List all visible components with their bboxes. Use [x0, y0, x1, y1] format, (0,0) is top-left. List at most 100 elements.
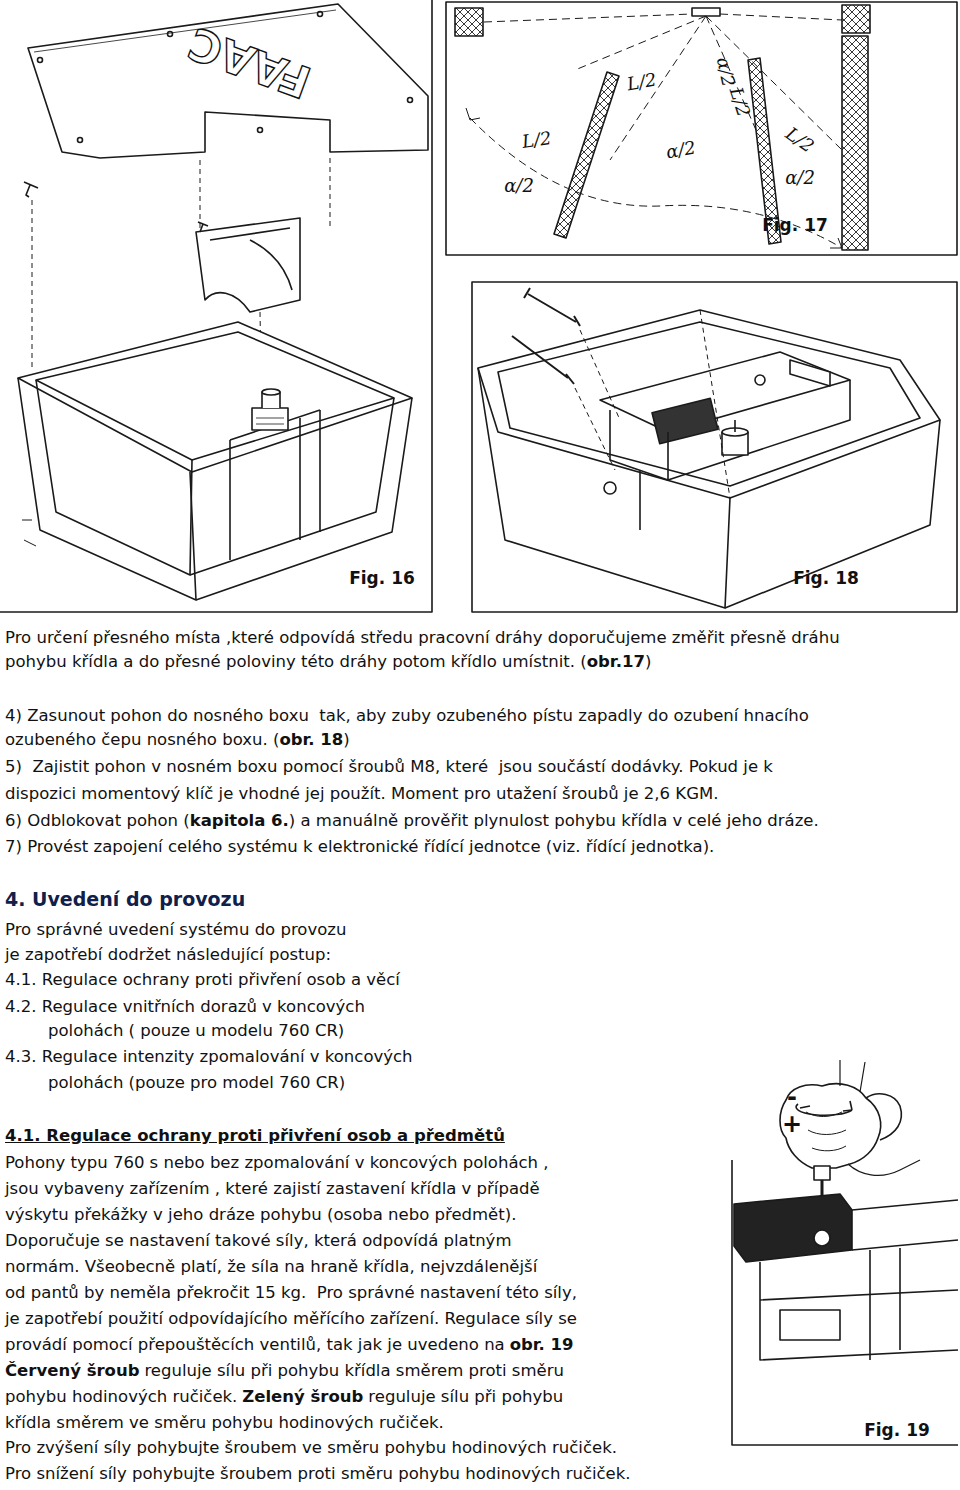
dimension-label: α/2 [713, 55, 739, 88]
figure-caption: Fig. 16 [349, 569, 415, 588]
body-text: od pantů by neměla překročit 15 kg. Pro … [5, 1283, 577, 1302]
body-text: jsou vybaveny zařízením , které zajistí … [5, 1179, 540, 1198]
illustration-part [760, 1262, 958, 1360]
body-text: 4.3. Regulace intenzity zpomalování v ko… [5, 1047, 413, 1066]
text-line: polohách (pouze pro model 760 CR) [48, 1073, 345, 1093]
illustration-part [852, 1200, 958, 1250]
text-line: 6) Odblokovat pohon (kapitola 6.) a manu… [5, 811, 819, 831]
illustration-part [842, 36, 868, 250]
illustration-part [668, 380, 850, 480]
illustration-part [814, 1230, 830, 1246]
body-text: 7) Provést zapojení celého systému k ele… [5, 837, 714, 856]
illustration-part [790, 360, 830, 386]
illustration-part [190, 398, 394, 575]
illustration-part [446, 2, 957, 255]
text-line: Červený šroubreguluje sílu při pohybu kř… [5, 1361, 564, 1381]
illustration-part [734, 420, 736, 432]
illustration-part [725, 420, 940, 608]
body-text: je zapotřebí dodržet následující postup: [5, 945, 331, 964]
illustration-part [732, 1160, 958, 1445]
text-line: Pro zvýšení síly pohybujte šroubem ve sm… [5, 1438, 617, 1458]
body-text: dispozici momentový klíč je vhodné jej p… [5, 784, 718, 803]
text-line: 4. Uvedení do provozu [5, 889, 245, 911]
illustration-part [478, 368, 730, 608]
illustration-part [78, 138, 83, 143]
text-line: je zapotřebí dodržet následující postup: [5, 945, 331, 965]
illustration-part [28, 4, 428, 158]
text-line: 4.3. Regulace intenzity zpomalování v ko… [5, 1047, 413, 1067]
body-text: reguluje sílu při pohybu [368, 1387, 563, 1406]
body-text: reguluje sílu při pohybu křídla směrem p… [144, 1361, 563, 1380]
illustration-part [524, 288, 580, 326]
body-text: polohách ( pouze u modelu 760 CR) [48, 1021, 344, 1040]
text-line: provádí pomocí přepouštěcích ventilů, ta… [5, 1335, 574, 1355]
text-line: 5) Zajistit pohon v nosném boxu pomocí š… [5, 757, 773, 777]
text-line: 4) Zasunout pohon do nosného boxu tak, a… [5, 706, 809, 726]
illustration-part [470, 118, 842, 248]
text-line: je zapotřebí použití odpovídajícího měří… [5, 1309, 577, 1329]
illustration-part [848, 1160, 920, 1175]
body-text: ) [343, 730, 349, 749]
body-text: křídla směrem ve směru pohybu hodinových… [5, 1413, 444, 1432]
illustration-part [330, 158, 331, 230]
body-text: obr. 18 [279, 730, 343, 749]
body-text: ) [645, 652, 651, 671]
body-text: pohybu křídla a do přesné poloviny této … [5, 652, 587, 671]
illustration-part [843, 1101, 852, 1111]
body-text: pohybu hodinových ručiček. [5, 1387, 237, 1406]
dimension-label: α/2 [665, 138, 698, 163]
illustration-part [830, 238, 842, 248]
illustration-part [36, 380, 192, 575]
text-line: Pro určení přesného místa ,které odpovíd… [5, 628, 840, 648]
illustration-part [196, 218, 300, 312]
illustration-part [466, 108, 480, 120]
illustration-part [478, 310, 940, 498]
illustration-part [780, 1310, 840, 1340]
illustration-part [840, 1060, 865, 1092]
illustration-part [408, 98, 413, 103]
text-line: 4.2. Regulace vnitřních dorazů v koncový… [5, 997, 365, 1017]
illustration-part [22, 520, 36, 546]
text-line: od pantů by neměla překročit 15 kg. Pro … [5, 1283, 577, 1303]
illustration-part [652, 398, 718, 444]
text-line: ozubeného čepu nosného boxu. (obr. 18) [5, 730, 350, 750]
body-text: 4) Zasunout pohon do nosného boxu tak, a… [5, 706, 809, 725]
text-line: 7) Provést zapojení celého systému k ele… [5, 837, 714, 857]
illustration-part [36, 332, 394, 460]
illustration-part [472, 282, 957, 612]
illustration-part [24, 182, 38, 197]
body-text: 5) Zajistit pohon v nosném boxu pomocí š… [5, 757, 773, 776]
illustration-part [168, 32, 173, 37]
text-line: polohách ( pouze u modelu 760 CR) [48, 1021, 344, 1041]
text-line: normám. Všeobecně platí, že síla na hran… [5, 1257, 537, 1277]
body-text: výskytu překážky v jeho dráze pohybu (os… [5, 1205, 516, 1224]
body-text: Doporučuje se nastavení takové síly, kte… [5, 1231, 511, 1250]
text-line: 4.1. Regulace ochrany proti přivření oso… [5, 970, 400, 990]
illustration-part [806, 1112, 846, 1151]
text-line: Pro správné uvedení systému do provozu [5, 920, 346, 940]
text-line: pohybu hodinových ručiček.Zelený šroubre… [5, 1387, 563, 1407]
body-text: je zapotřebí použití odpovídajícího měří… [5, 1309, 577, 1328]
body-text: kapitola 6. [190, 811, 289, 830]
dimension-label: L/2 [521, 128, 553, 152]
illustration-part [210, 228, 292, 290]
dimension-label: α/2 [785, 168, 815, 188]
body-text: Pro určení přesného místa ,které odpovíd… [5, 628, 840, 647]
text-line: křídla směrem ve směru pohybu hodinových… [5, 1413, 444, 1433]
body-text: polohách (pouze pro model 760 CR) [48, 1073, 345, 1092]
figure-caption: Fig. 19 [864, 1421, 930, 1440]
text-line: Pro snížení síly pohybujte šroubem proti… [5, 1464, 631, 1484]
illustration-part [256, 418, 284, 424]
illustration-part [780, 1084, 881, 1168]
illustration-part [814, 1166, 830, 1180]
illustration-part [0, 0, 432, 612]
dimension-label: + [782, 1111, 802, 1137]
illustration-part [800, 1106, 810, 1108]
body-text: provádí pomocí přepouštěcích ventilů, ta… [5, 1335, 505, 1354]
illustration-part [575, 330, 620, 470]
dimension-label: α/2 [504, 176, 534, 196]
illustration-part [512, 336, 574, 384]
figure-caption: Fig. 18 [793, 569, 859, 588]
illustration-part [866, 1094, 901, 1140]
